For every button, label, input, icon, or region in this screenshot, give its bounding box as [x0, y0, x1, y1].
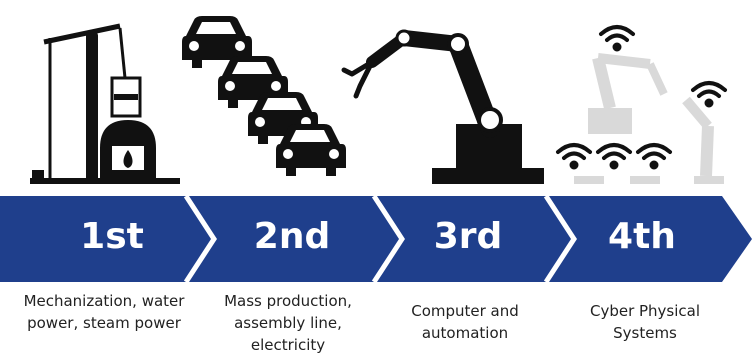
stage-label-2nd: 2nd: [253, 216, 331, 257]
stage-caption-1st: Mechanization, water power, steam power: [23, 292, 185, 332]
robot-arm-icon: [341, 29, 544, 184]
stage-caption-4th: Cyber Physical Systems: [589, 302, 701, 342]
stage-label-1st: 1st: [80, 216, 144, 257]
stage-label-4th: 4th: [608, 216, 676, 257]
timeline-band: [0, 196, 752, 282]
connected-robots-wifi-icon: [556, 25, 727, 184]
stage-caption-3rd: Computer and automation: [411, 302, 519, 342]
stage-caption-2nd: Mass production, assembly line, electric…: [224, 292, 352, 354]
stage-label-3rd: 3rd: [433, 216, 503, 257]
illustrations: [30, 16, 727, 184]
steam-engine-icon: [30, 23, 180, 184]
cars-assembly-icon: [182, 16, 346, 176]
